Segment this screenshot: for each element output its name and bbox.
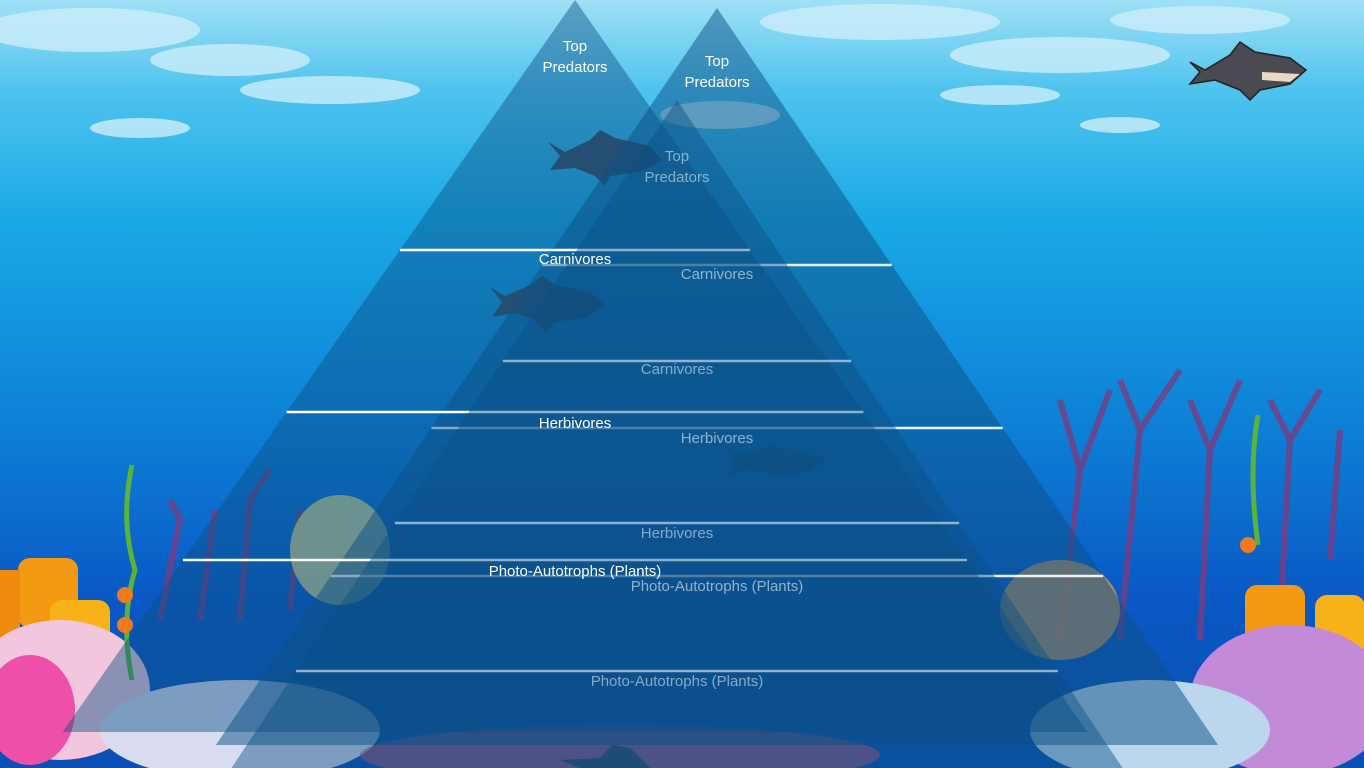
level-top-predators: Top Predators	[644, 148, 710, 186]
level-photo-autotrophs: Photo-Autotrophs (Plants)	[488, 563, 662, 580]
level-photo-autotrophs: Photo-Autotrophs (Plants)	[630, 578, 804, 595]
level-herbivores: Herbivores	[538, 415, 612, 432]
pyramid-shape	[62, 0, 1088, 732]
level-carnivores: Carnivores	[640, 361, 714, 378]
level-carnivores: Carnivores	[680, 266, 754, 283]
level-photo-autotrophs: Photo-Autotrophs (Plants)	[590, 673, 764, 690]
cloud-icon	[0, 4, 1290, 138]
level-herbivores: Herbivores	[680, 430, 754, 447]
level-herbivores: Herbivores	[640, 525, 714, 542]
level-top-predators: Top Predators	[684, 53, 750, 91]
seaweed-icon	[124, 414, 1261, 681]
pyramid-shape	[231, 100, 1123, 768]
level-carnivores: Carnivores	[538, 251, 612, 268]
level-top-predators: Top Predators	[542, 38, 608, 76]
